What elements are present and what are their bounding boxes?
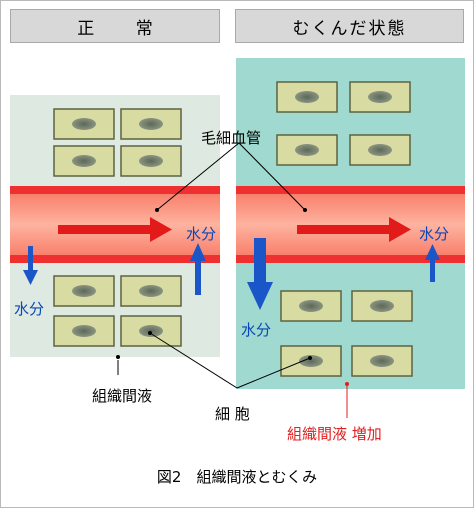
- figure-caption: 図2 組織間液とむくみ: [156, 468, 318, 486]
- cell: [120, 275, 182, 307]
- cell-group-normal-bottom: [53, 275, 182, 347]
- leader-lines: [117, 142, 348, 418]
- cell: [53, 108, 115, 140]
- cell: [120, 145, 182, 177]
- cell: [280, 345, 342, 377]
- cell: [349, 134, 411, 166]
- cell: [351, 345, 413, 377]
- capillary-label: 毛細血管: [201, 129, 262, 147]
- cell: [120, 315, 182, 347]
- cell: [276, 134, 338, 166]
- cell: [349, 81, 411, 113]
- interstitial-increase-label: 組織間液 増加: [287, 425, 382, 443]
- cell: [120, 108, 182, 140]
- cell: [53, 275, 115, 307]
- swollen-header: むくんだ状態: [235, 9, 464, 43]
- cell-group-normal-top: [53, 108, 182, 177]
- panel-gap: [220, 58, 236, 398]
- interstitial-fluid-label: 組織間液: [92, 387, 153, 405]
- water-label-normal-in: 水分: [186, 225, 217, 243]
- water-label-swollen-in: 水分: [419, 225, 450, 243]
- water-arrow-out-swollen: [247, 238, 273, 310]
- cell: [53, 315, 115, 347]
- blood-flow-arrow-swollen: [297, 217, 411, 242]
- water-label-swollen-out: 水分: [241, 321, 272, 339]
- blood-flow-arrow-normal: [58, 217, 172, 242]
- water-arrow-in-swollen: [425, 244, 440, 282]
- water-arrow-out-normal: [23, 246, 38, 285]
- cell: [280, 290, 342, 322]
- cell: [351, 290, 413, 322]
- leader-dots: [116, 208, 349, 386]
- cell: [276, 81, 338, 113]
- water-label-normal-out: 水分: [14, 300, 45, 318]
- cell-group-swollen-bottom: [280, 290, 413, 377]
- cell: [53, 145, 115, 177]
- water-arrow-in-normal: [190, 243, 206, 295]
- cell-label: 細 胞: [215, 405, 250, 423]
- cell-group-swollen-top: [276, 81, 411, 166]
- normal-header: 正 常: [10, 9, 220, 43]
